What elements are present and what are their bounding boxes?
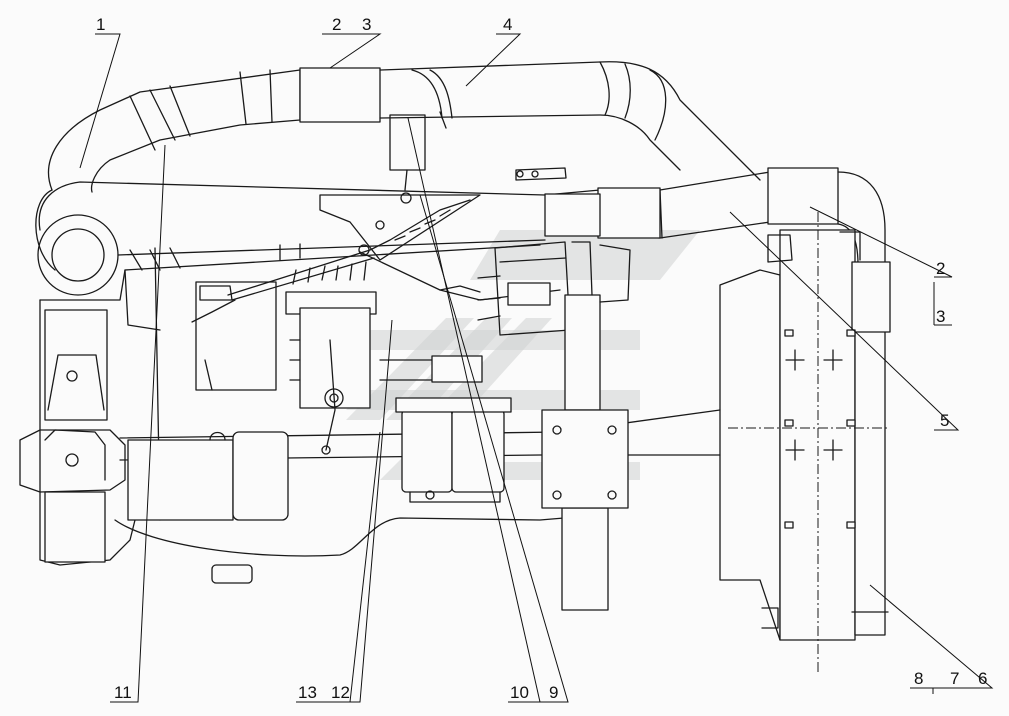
intake-pipe-left [35,69,301,271]
callout-7: 7 [950,669,959,688]
engine-mount [19,309,126,563]
elbow-right [837,171,886,266]
callout-2-top: 2 [332,15,341,34]
charge-air-pipe-right [544,171,771,239]
starter-motor [127,431,289,521]
callout-5: 5 [940,411,949,430]
intercooler [719,212,891,675]
callout-3-top: 3 [362,15,371,34]
throttle-linkage [227,111,561,301]
leader-lines [79,33,994,703]
accessory-pump [477,167,631,509]
watermark-logo [346,230,700,480]
hose-clamp-top [299,67,381,123]
callout-6: 6 [978,669,987,688]
callout-12: 12 [331,683,350,702]
callout-13: 13 [298,683,317,702]
callout-11: 11 [114,683,132,702]
callout-8: 8 [914,669,923,688]
callout-2-right: 2 [936,259,945,278]
fuel-injection-pump [191,261,377,455]
turbocharger [37,181,546,296]
callout-3-right: 3 [936,307,945,326]
callout-9: 9 [549,683,558,702]
callout-1: 1 [96,15,105,34]
charge-air-pipe-top [379,61,761,181]
callout-10: 10 [510,683,529,702]
callout-4: 4 [503,15,512,34]
fuel-filter [379,355,512,503]
